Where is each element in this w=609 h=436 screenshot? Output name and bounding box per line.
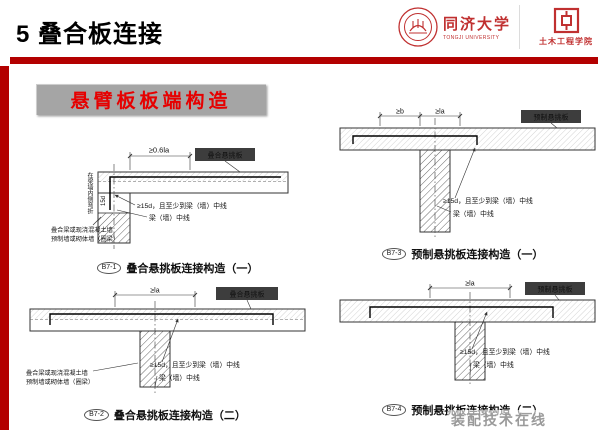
university-seal-icon [398, 7, 438, 47]
figure-precast-cantilever-2: ≥la 预制悬挑板 ≥15d，且至少到梁（墙）中线 梁（墙）中线 B7-4 预制… [325, 276, 600, 418]
figure1-caption-text: 叠合悬挑板连接构造（一） [126, 263, 259, 275]
figure1-drawing: ≥0.6la 叠合悬挑板 ≥15d，且至少到梁（墙）中线 梁（墙）中线 在梁墙内… [51, 146, 289, 249]
anchor-note: ≥15d，且至少到梁（墙）中线 [150, 360, 240, 369]
slab-label: 预制悬挑板 [534, 113, 569, 122]
slab-label-box [525, 282, 585, 295]
centerline-note: 梁（墙）中线 [473, 360, 514, 369]
dim-la-label: ≥la [435, 109, 444, 116]
anchor-note: ≥15d，且至少到梁（墙）中线 [137, 201, 227, 210]
college-logo: 土木工程学院 [528, 7, 604, 47]
university-name: 同济大学 [442, 17, 511, 33]
slab-label: 预制悬挑板 [538, 285, 573, 294]
figure3-caption: B7-2 叠合悬挑板连接构造（二） [20, 407, 310, 423]
figure1-caption: B7-1 叠合悬挑板连接构造（一） [45, 260, 310, 276]
anchor-note: ≥15d，且至少到梁（墙）中线 [460, 347, 550, 356]
figure-precast-cantilever-1: ≥b ≥la 预制悬挑板 ≥15d，且至少到梁（墙）中线 梁（墙）中线 B7-3… [325, 104, 600, 262]
dim-la-label: ≥la [150, 288, 159, 295]
figure2-caption: B7-3 预制悬挑板连接构造（一） [325, 246, 600, 262]
figure-composite-cantilever-1: ≥0.6la 叠合悬挑板 ≥15d，且至少到梁（墙）中线 梁（墙）中线 在梁墙内… [45, 118, 310, 276]
centerline-note: 梁（墙）中线 [453, 209, 494, 218]
logos: 同济大学 TONGJI UNIVERSITY 土木工程学院 [397, 5, 604, 49]
centerline-note: 梁（墙）中线 [149, 213, 190, 222]
slab-label: 叠合悬挑板 [208, 151, 243, 160]
university-name-en: TONGJI UNIVERSITY [442, 35, 500, 41]
figure-composite-cantilever-2: ≥la 叠合悬挑板 ≥15d，且至少到梁（墙）中线 梁（墙）中线 叠合梁或现浇混… [20, 283, 310, 423]
bend-note: 在梁墙内侧弯折 [86, 171, 93, 215]
figure3-drawing: ≥la 叠合悬挑板 ≥15d，且至少到梁（墙）中线 梁（墙）中线 叠合梁或现浇混… [26, 287, 306, 395]
logo-divider [519, 5, 520, 49]
dim-la-label: ≥la [465, 281, 474, 288]
section-banner: 悬臂板板端构造 [36, 84, 266, 115]
page-title: 5 叠合板连接 [16, 21, 164, 48]
slab-label: 叠合悬挑板 [230, 290, 265, 299]
dim-b-label: ≥b [396, 109, 404, 116]
support-note-1: 叠合梁或现浇混凝土墙 [51, 226, 113, 234]
figure2-id-badge: B7-3 [381, 247, 407, 261]
slab-label-box [521, 110, 581, 123]
centerline-note: 梁（墙）中线 [159, 373, 200, 382]
figure2-drawing: ≥b ≥la 预制悬挑板 ≥15d，且至少到梁（墙）中线 梁（墙）中线 [339, 109, 596, 237]
figure1-id-badge: B7-1 [96, 261, 122, 275]
hook-dim: 15d [101, 196, 107, 206]
support-note-2: 预制墙或砌体墙（圈梁） [51, 235, 119, 243]
slab-label-box [216, 287, 278, 300]
figure2-caption-text: 预制悬挑板连接构造（一） [411, 249, 544, 261]
support-note-2: 预制墙或砌体墙（圈梁） [26, 378, 94, 386]
figure3-id-badge: B7-2 [84, 408, 109, 422]
university-logo: 同济大学 TONGJI UNIVERSITY [397, 6, 511, 48]
slab-label-box [195, 148, 255, 161]
college-seal-icon [553, 7, 579, 34]
title-underline-bar [10, 57, 598, 64]
watermark: 装配技术在线 [448, 410, 550, 430]
figure3-caption-text: 叠合悬挑板连接构造（二） [113, 410, 246, 422]
college-name: 土木工程学院 [539, 37, 593, 46]
anchor-note: ≥15d，且至少到梁（墙）中线 [443, 196, 533, 205]
figure4-drawing: ≥la 预制悬挑板 ≥15d，且至少到梁（墙）中线 梁（墙）中线 [339, 281, 596, 386]
left-accent-stripe [0, 66, 9, 430]
support-note-1: 叠合梁或现浇混凝土墙 [26, 369, 88, 377]
figure4-id-badge: B7-4 [381, 403, 407, 417]
dim-label: ≥0.6la [149, 146, 170, 155]
